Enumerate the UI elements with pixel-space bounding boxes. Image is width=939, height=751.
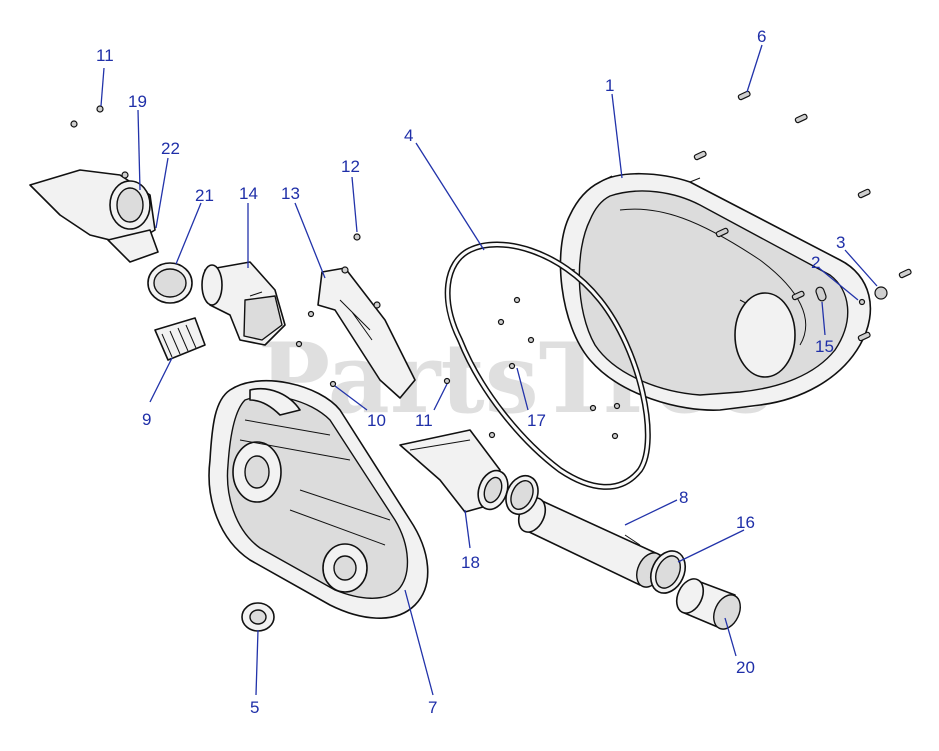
callout-16[interactable]: 16: [736, 513, 755, 532]
nut-13a: [341, 266, 349, 274]
part-filter-screen[interactable]: [154, 317, 206, 361]
callout-12[interactable]: 12: [341, 157, 360, 176]
screw-10a: [307, 310, 315, 318]
screw-11c: [70, 120, 78, 128]
screw-11b: [443, 377, 451, 385]
part-outer-cover[interactable]: [559, 172, 872, 411]
part-drive-belt[interactable]: [444, 241, 651, 490]
fasteners: [70, 90, 912, 440]
callout-7[interactable]: 7: [428, 698, 437, 717]
part-duct-clamp-a[interactable]: [500, 471, 544, 520]
part-inner-cover[interactable]: [208, 379, 429, 619]
screw-17c: [497, 318, 505, 326]
callout-13[interactable]: 13: [281, 184, 300, 203]
bolt-6f: [791, 290, 805, 301]
callout-19[interactable]: 19: [128, 92, 147, 111]
nut-12: [353, 233, 361, 241]
screw-10c: [329, 380, 337, 388]
screw-17f: [589, 404, 597, 412]
callout-9[interactable]: 9: [142, 410, 151, 429]
screw-19: [121, 171, 129, 179]
callout-6[interactable]: 6: [757, 27, 766, 46]
screw-11a: [96, 105, 104, 113]
screw-17d: [527, 336, 535, 344]
bolt-6b: [794, 113, 808, 124]
callout-1[interactable]: 1: [605, 76, 614, 95]
callout-20[interactable]: 20: [736, 658, 755, 677]
part-bracket[interactable]: [317, 267, 416, 399]
callout-2[interactable]: 2: [811, 253, 820, 272]
screw-10b: [295, 340, 303, 348]
part-intake-duct[interactable]: [399, 429, 513, 514]
bolt-6d: [857, 188, 871, 199]
washer-2: [858, 298, 866, 306]
callout-11b[interactable]: 11: [415, 411, 433, 430]
callout-10[interactable]: 10: [367, 411, 386, 430]
callouts: 1 2 3 4 5 6 7 8 9 10 11 11 12 13 14 15 1…: [96, 27, 845, 717]
callout-8[interactable]: 8: [679, 488, 688, 507]
callout-15[interactable]: 15: [815, 337, 834, 356]
part-duct-tube[interactable]: [514, 494, 669, 592]
screw-17h: [611, 432, 619, 440]
callout-14[interactable]: 14: [239, 184, 258, 203]
part-upper-duct[interactable]: [29, 169, 159, 263]
part-washer[interactable]: [241, 602, 275, 632]
callout-5[interactable]: 5: [250, 698, 259, 717]
screw-17e: [508, 362, 516, 370]
callout-22[interactable]: 22: [161, 139, 180, 158]
pin-15: [815, 286, 827, 302]
nut-3: [874, 286, 888, 300]
screw-17b: [513, 296, 521, 304]
bolt-6g: [898, 268, 912, 279]
bolt-6a: [737, 90, 751, 101]
callout-17[interactable]: 17: [527, 411, 546, 430]
screw-17g: [613, 402, 621, 410]
screw-17a: [488, 431, 496, 439]
nut-13b: [373, 301, 381, 309]
callout-3[interactable]: 3: [836, 233, 845, 252]
callout-21[interactable]: 21: [195, 186, 214, 205]
bolt-6h: [857, 331, 871, 342]
part-clamp-21[interactable]: [147, 262, 193, 304]
part-boot-coupler[interactable]: [672, 575, 746, 634]
callout-4[interactable]: 4: [404, 126, 413, 145]
part-intake-elbow[interactable]: [201, 261, 286, 346]
part-hose-clamp[interactable]: [644, 545, 692, 598]
leader-lines: [100, 44, 878, 696]
callout-18[interactable]: 18: [461, 553, 480, 572]
callout-11a[interactable]: 11: [96, 46, 114, 65]
bolt-6c: [693, 150, 707, 161]
bolt-6e: [715, 227, 729, 238]
